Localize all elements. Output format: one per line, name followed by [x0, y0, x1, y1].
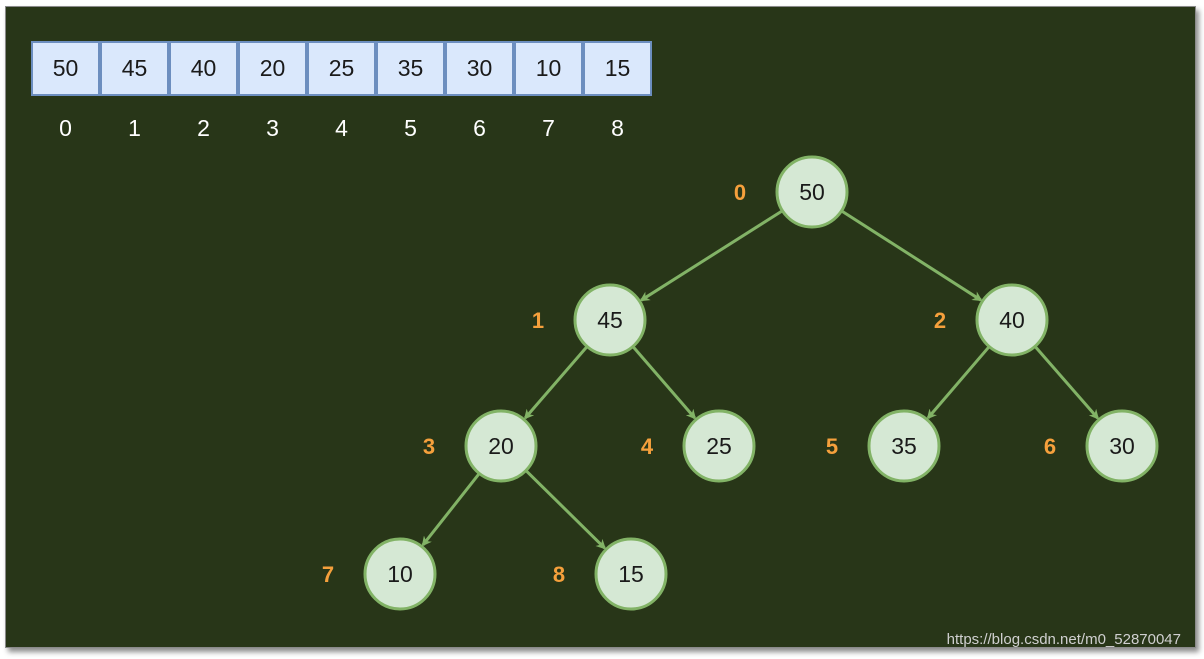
array-cell: 15 — [583, 41, 652, 96]
tree-node — [363, 537, 437, 611]
tree-node-value: 40 — [999, 307, 1025, 333]
tree-node-value: 25 — [706, 433, 732, 459]
array-cell: 40 — [169, 41, 238, 96]
tree-node — [573, 283, 647, 357]
array-index: 5 — [404, 115, 417, 141]
tree-edge — [524, 469, 607, 550]
array-index: 3 — [266, 115, 279, 141]
tree-node-index: 2 — [934, 308, 946, 333]
array-index: 8 — [611, 115, 624, 141]
array-index-row: 0 1 2 3 4 5 6 7 8 — [33, 115, 654, 142]
tree-node — [867, 409, 941, 483]
tree-node-index: 0 — [734, 180, 746, 205]
diagram-canvas: 50 45 40 20 25 35 30 10 15 0 1 2 3 4 5 6… — [5, 6, 1196, 648]
tree-edge — [631, 345, 697, 420]
array-cell: 30 — [445, 41, 514, 96]
tree-node-value: 20 — [488, 433, 514, 459]
tree-node — [775, 155, 849, 229]
tree-node-value: 45 — [597, 307, 623, 333]
array-index: 6 — [473, 115, 486, 141]
array-cell: 45 — [100, 41, 169, 96]
tree-node-index: 8 — [553, 562, 565, 587]
tree-edge — [1033, 345, 1099, 420]
tree-node-value: 50 — [799, 179, 825, 205]
tree-node — [975, 283, 1049, 357]
array-index: 1 — [128, 115, 141, 141]
tree-node-value: 35 — [891, 433, 917, 459]
watermark: https://blog.csdn.net/m0_52870047 — [946, 631, 1181, 648]
tree-edge — [523, 345, 589, 420]
tree-node-index: 5 — [826, 434, 838, 459]
array-cells: 50 45 40 20 25 35 30 10 15 — [31, 41, 654, 96]
tree-node-value: 15 — [618, 561, 644, 587]
tree-edge — [840, 209, 983, 302]
array-cell: 20 — [238, 41, 307, 96]
tree-node — [682, 409, 756, 483]
tree-edge — [421, 472, 481, 547]
array-cell: 25 — [307, 41, 376, 96]
tree-edge — [926, 345, 991, 420]
array-index: 2 — [197, 115, 210, 141]
tree-node-value: 10 — [387, 561, 413, 587]
tree-node-value: 30 — [1109, 433, 1135, 459]
tree-node — [594, 537, 668, 611]
tree-edge — [639, 209, 784, 302]
array-cell: 50 — [31, 41, 100, 96]
tree-node-index: 4 — [641, 434, 654, 459]
binary-tree: 50 0 45 1 40 2 20 3 25 4 35 5 30 6 10 7 15 8 — [322, 155, 1159, 611]
tree-node-index: 1 — [532, 308, 544, 333]
tree-node — [1085, 409, 1159, 483]
tree-node — [464, 409, 538, 483]
tree-node-index: 6 — [1044, 434, 1056, 459]
array-cell: 10 — [514, 41, 583, 96]
array-index: 7 — [542, 115, 555, 141]
array-index: 4 — [335, 115, 348, 141]
array-index: 0 — [59, 115, 72, 141]
tree-node-index: 7 — [322, 562, 334, 587]
tree-node-index: 3 — [423, 434, 435, 459]
array-cell: 35 — [376, 41, 445, 96]
